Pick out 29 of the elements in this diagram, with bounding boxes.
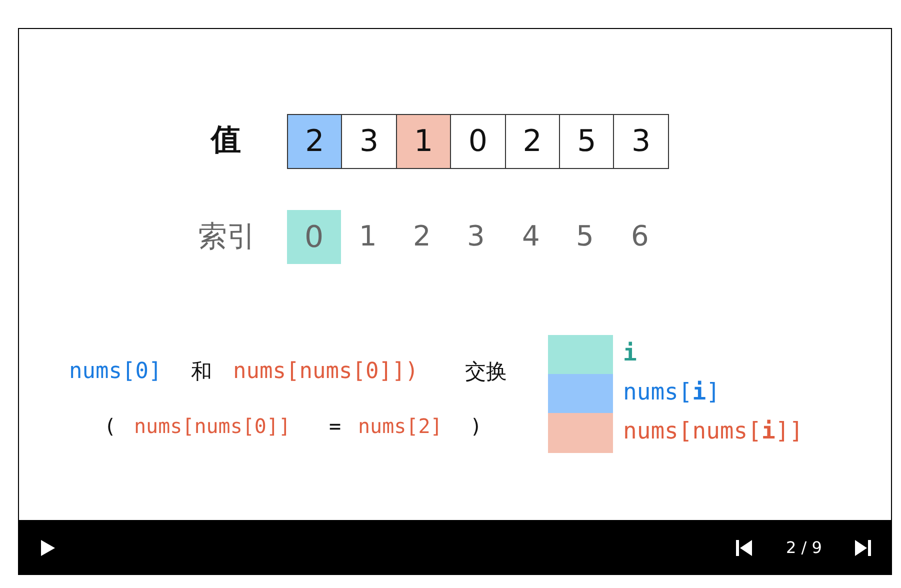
index-number: 3 <box>467 222 485 252</box>
index-number: 4 <box>522 222 540 252</box>
description-text: 和 <box>191 360 212 384</box>
code-text: nums[0] <box>69 360 162 384</box>
array-cell: 1 <box>396 114 452 169</box>
index-number: 5 <box>576 222 594 252</box>
index-number: 1 <box>359 222 377 252</box>
index-number: 6 <box>631 222 649 252</box>
array-cell: 2 <box>504 114 560 169</box>
code-text: = <box>329 415 342 437</box>
array-cell: 2 <box>287 114 342 169</box>
description-text: 交换 <box>465 360 507 384</box>
array-cell: 5 <box>559 114 614 169</box>
page-counter: 2 / 9 <box>786 539 822 557</box>
code-text: nums[nums[0]]) <box>233 360 418 384</box>
code-text: ) <box>470 415 482 437</box>
row-heading: 索引 <box>198 221 256 253</box>
code-text: nums[2] <box>358 415 442 437</box>
legend-label: nums[nums[i]] <box>623 419 804 445</box>
code-text: ( <box>104 415 116 437</box>
array-cell: 3 <box>613 114 669 169</box>
legend-label: i <box>623 341 637 367</box>
code-text: nums[nums[0]] <box>134 415 291 437</box>
index-cell: 0 <box>287 210 341 264</box>
row-heading: 值 <box>211 124 241 156</box>
index-number: 2 <box>413 222 431 252</box>
array-cell: 0 <box>450 114 506 169</box>
legend-label: nums[i] <box>623 380 720 406</box>
array-cell: 3 <box>341 114 397 169</box>
